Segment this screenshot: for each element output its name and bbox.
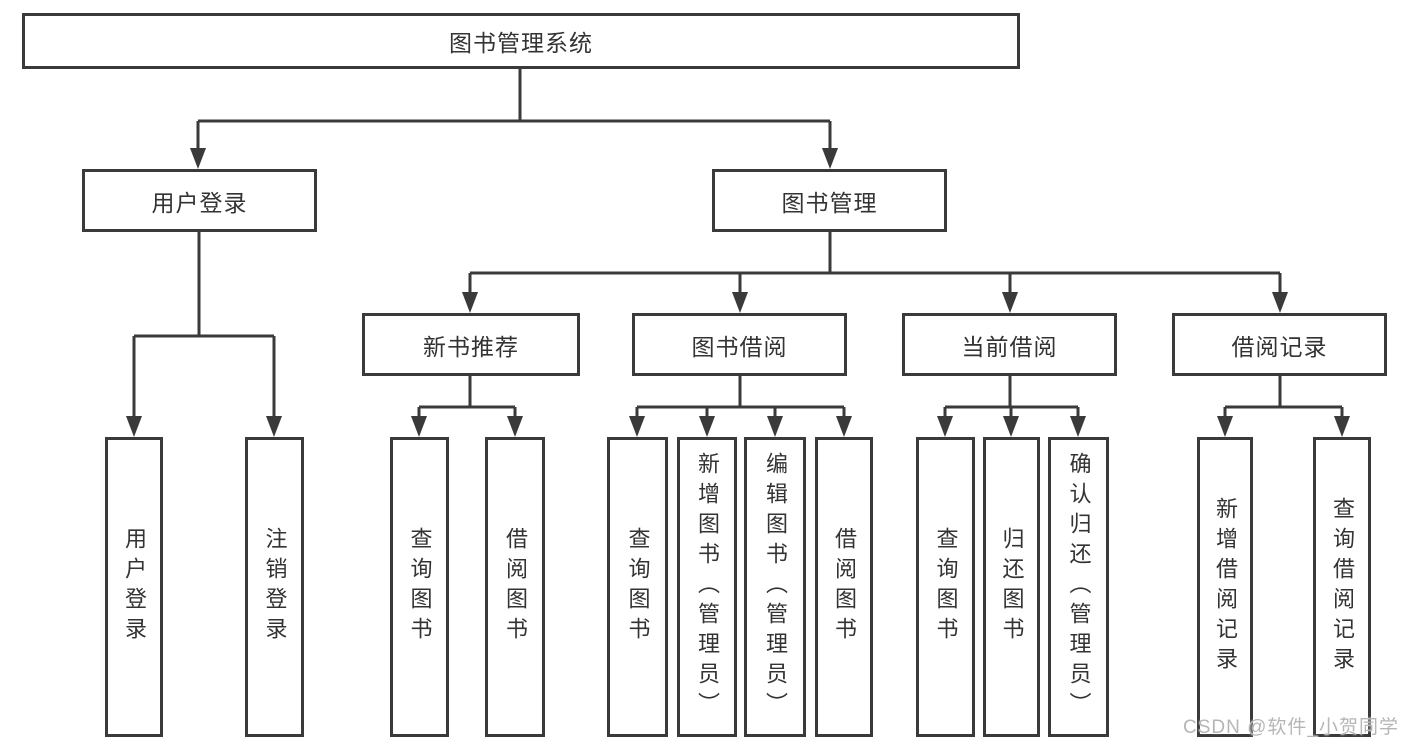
arrowhead <box>1334 416 1350 437</box>
leaf-label: 确认归还（管理员） <box>1066 452 1092 722</box>
node-new-book-recommend: 新书推荐 <box>362 313 580 376</box>
arrowhead <box>411 416 427 437</box>
leaf-user-login: 用户登录 <box>105 437 163 737</box>
leaf-borrow-books: 借阅图书 <box>815 437 873 737</box>
arrowhead <box>1217 416 1233 437</box>
csdn-watermark: CSDN @软件_小贺同学 <box>1183 717 1399 738</box>
leaf-label: 查询借阅记录 <box>1330 497 1355 677</box>
leaf-return-books: 归还图书 <box>983 437 1040 737</box>
leaf-query-books-recommend: 查询图书 <box>390 437 449 737</box>
leaf-logout: 注销登录 <box>245 437 304 737</box>
node-user-login: 用户登录 <box>82 169 317 232</box>
connector-user-login-to-leaves <box>126 232 282 437</box>
node-current-borrow: 当前借阅 <box>902 313 1117 376</box>
arrowhead <box>1003 416 1019 437</box>
connector-current-borrow-to-leaves <box>937 376 1086 437</box>
arrowhead <box>937 416 953 437</box>
arrowhead <box>266 416 282 437</box>
connector-borrow-records-to-leaves <box>1217 376 1350 437</box>
leaf-edit-books-admin: 编辑图书（管理员） <box>744 437 806 737</box>
leaf-confirm-return-admin: 确认归还（管理员） <box>1048 437 1109 737</box>
arrowhead <box>1272 292 1288 313</box>
arrowhead <box>1070 416 1086 437</box>
leaf-label: 借阅图书 <box>832 527 857 647</box>
node-label: 新书推荐 <box>423 333 519 360</box>
arrowhead <box>767 416 783 437</box>
node-root-label: 图书管理系统 <box>449 30 593 56</box>
leaf-label: 新增图书（管理员） <box>695 452 720 722</box>
node-label: 当前借阅 <box>961 333 1058 360</box>
arrowhead <box>1002 292 1018 313</box>
leaf-add-borrow-record: 新增借阅记录 <box>1197 437 1253 737</box>
leaf-label: 查询图书 <box>407 527 433 647</box>
arrowhead <box>126 416 142 437</box>
node-book-borrow: 图书借阅 <box>632 313 847 376</box>
arrowhead <box>462 292 478 313</box>
leaf-borrow-books-recommend: 借阅图书 <box>485 437 545 737</box>
node-label: 用户登录 <box>151 189 248 216</box>
leaf-label: 注销登录 <box>262 527 288 647</box>
connector-new-book-to-leaves <box>411 376 523 437</box>
arrowhead <box>732 292 748 313</box>
leaf-add-books-admin: 新增图书（管理员） <box>677 437 737 737</box>
node-root-system: 图书管理系统 <box>22 13 1020 69</box>
arrowhead <box>836 416 852 437</box>
connector-root-to-level2 <box>190 69 838 169</box>
leaf-label: 新增借阅记录 <box>1213 497 1238 677</box>
node-book-management: 图书管理 <box>712 169 947 232</box>
leaf-label: 查询图书 <box>625 527 651 647</box>
arrowhead <box>629 416 645 437</box>
leaf-label: 编辑图书（管理员） <box>763 452 788 722</box>
leaf-label: 用户登录 <box>122 527 147 647</box>
leaf-query-books-borrow: 查询图书 <box>607 437 668 737</box>
leaf-label: 归还图书 <box>999 527 1025 647</box>
leaf-query-borrow-record: 查询借阅记录 <box>1313 437 1371 737</box>
leaf-label: 查询图书 <box>933 527 959 647</box>
node-label: 借阅记录 <box>1231 333 1328 360</box>
node-label: 图书借阅 <box>691 333 788 360</box>
leaf-label: 借阅图书 <box>503 527 528 647</box>
node-label: 图书管理 <box>781 189 878 216</box>
connector-book-borrow-to-leaves <box>629 376 852 437</box>
arrowhead <box>507 416 523 437</box>
arrowhead <box>190 148 206 169</box>
arrowhead <box>822 148 838 169</box>
node-borrow-records: 借阅记录 <box>1172 313 1387 376</box>
connector-book-management-to-level3 <box>462 232 1288 313</box>
arrowhead <box>699 416 715 437</box>
leaf-query-books-current: 查询图书 <box>916 437 975 737</box>
